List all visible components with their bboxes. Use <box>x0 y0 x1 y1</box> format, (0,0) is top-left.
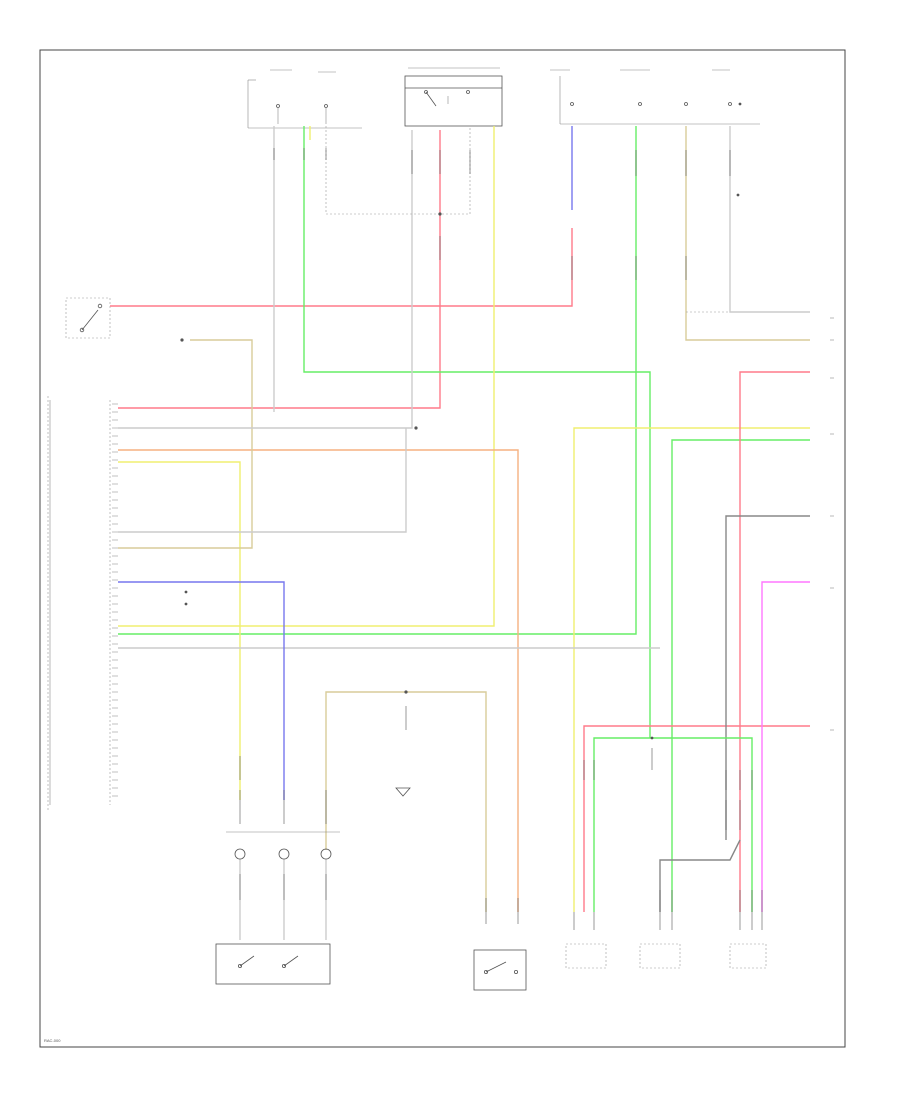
left-connector-pins <box>112 403 118 797</box>
left-module-connector <box>47 396 111 810</box>
wire-green-right <box>593 737 753 912</box>
wire-dark-right <box>725 515 810 840</box>
fuse-label-strokes <box>270 67 730 73</box>
hot-at-all-times-fuse-block <box>247 79 362 129</box>
secondary-sensor-box <box>639 943 681 969</box>
wire-yellow-c <box>118 461 241 800</box>
wire-pink <box>761 581 810 912</box>
sensor-connector-row <box>226 831 340 940</box>
wire-grey-dashed <box>325 126 471 215</box>
wire-red-right-b <box>583 725 810 912</box>
connector-marks <box>239 148 763 930</box>
diagram-border <box>39 49 846 1048</box>
stoplight-switch-box <box>473 949 527 991</box>
wire-yellow-b <box>118 126 495 627</box>
output-sensor-box <box>729 943 767 969</box>
wire-grey-e <box>729 126 810 313</box>
range-switch-box <box>215 943 331 985</box>
wire-orange <box>118 449 519 912</box>
wire-dark-loop <box>659 839 741 912</box>
wire-red-clutch <box>110 228 573 307</box>
wire-tan-a <box>118 339 253 549</box>
turbine-sensor-box <box>565 943 607 969</box>
wire-yellow-d <box>573 427 810 912</box>
wire-grey-b <box>118 130 413 429</box>
wire-tan-b <box>685 126 810 341</box>
wire-red-right <box>739 371 810 912</box>
wire-grey-c <box>118 428 407 533</box>
clutch-switch-top-left <box>65 297 111 339</box>
wire-green-ground <box>303 126 651 738</box>
fuse-block-top-right <box>559 76 760 125</box>
ground-symbol <box>395 787 411 797</box>
wire-green-a <box>118 126 637 635</box>
fuse-relay-box-top-middle <box>404 75 503 127</box>
wire-red-pcm <box>118 130 441 409</box>
diagram-code: RAC-000 <box>44 1038 61 1043</box>
wire-blue-sensor <box>118 581 285 800</box>
wire-green-b <box>671 439 810 912</box>
right-edge-terminals <box>830 317 834 731</box>
